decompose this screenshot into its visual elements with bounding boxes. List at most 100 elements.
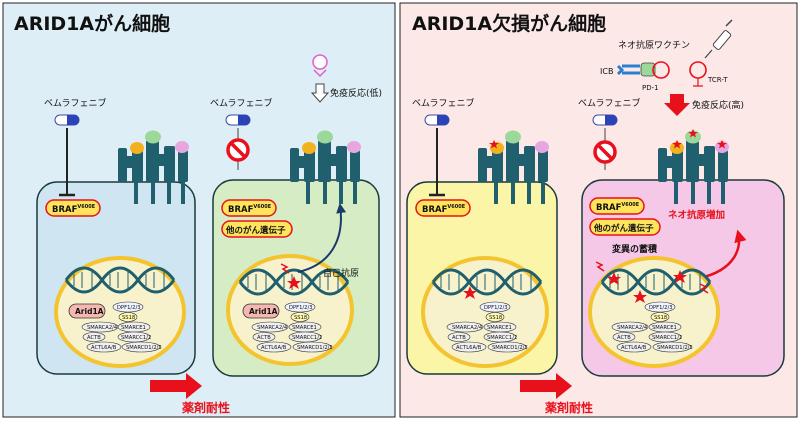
arid1a-subunit bbox=[242, 303, 280, 319]
smarca-label: SMARCA2/4 bbox=[617, 325, 648, 331]
actb-label: ACTB bbox=[87, 335, 101, 341]
braf-superscript: V600E bbox=[253, 204, 271, 210]
mutation-star-icon bbox=[287, 276, 301, 289]
braf-text: BRAF bbox=[596, 203, 622, 213]
smarcc-label: SMARCC1/2 bbox=[292, 335, 322, 341]
dpf-label: DPF1/2/3 bbox=[289, 305, 313, 311]
neoantigen-star-icon bbox=[717, 140, 727, 149]
smarce-label: SMARCE1 bbox=[121, 325, 146, 331]
antibody-icon bbox=[616, 64, 640, 76]
smarcd-label: SMARCD1/2/3 bbox=[657, 345, 693, 351]
neoantigen-vaccine-label: ネオ抗原ワクチン bbox=[618, 39, 690, 51]
smarcc-label: SMARCC1/2 bbox=[487, 335, 517, 341]
smarca-label: SMARCA2/4 bbox=[87, 325, 118, 331]
neoantigen-arrow bbox=[699, 229, 747, 280]
dna-damage-icon bbox=[280, 263, 290, 274]
drug-label: ベムラフェニブ bbox=[44, 97, 107, 109]
arid1a-label: Arid1A bbox=[249, 307, 278, 316]
immune-receptor-icon bbox=[313, 69, 327, 78]
drug-label: ベムラフェニブ bbox=[412, 97, 475, 109]
smarce-label: SMARCE1 bbox=[652, 325, 677, 331]
svg-text:BRAFV600E: BRAFV600E bbox=[422, 204, 466, 215]
high-response-arrow-icon bbox=[664, 94, 690, 116]
resistance-label: 薬剤耐性 bbox=[545, 400, 593, 415]
immune-response-label: 免疫反応(高) bbox=[692, 99, 744, 111]
braf-superscript: V600E bbox=[77, 204, 95, 210]
left-panel-title: ARID1Aがん細胞 bbox=[14, 12, 170, 35]
smarca-label: SMARCA2/4 bbox=[452, 325, 483, 331]
mutation-star-icon bbox=[607, 272, 621, 285]
dpf-label: DPF1/2/3 bbox=[484, 305, 508, 311]
syringe-icon bbox=[704, 19, 733, 59]
braf-superscript: V600E bbox=[621, 202, 639, 208]
baf-complex: DPF1/2/3 SS18 SMARCA2/4 SMARCE1 ACTB SMA… bbox=[611, 301, 693, 353]
svg-text:BRAFV600E: BRAFV600E bbox=[596, 202, 640, 213]
drug-label: ベムラフェニブ bbox=[210, 97, 273, 109]
no-entry-icon bbox=[226, 138, 250, 162]
neoantigen-increase-label: ネオ抗原増加 bbox=[668, 209, 725, 221]
resistance-arrow-icon bbox=[520, 373, 572, 399]
dna-damage-icon bbox=[699, 283, 709, 294]
ss18-label: SS18 bbox=[489, 315, 502, 321]
smarce-label: SMARCE1 bbox=[487, 325, 512, 331]
ss18-label: SS18 bbox=[294, 315, 307, 321]
ss18-label: SS18 bbox=[122, 315, 135, 321]
no-entry-icon bbox=[593, 140, 617, 164]
neoantigen-star-icon bbox=[688, 129, 698, 138]
mutation-star-icon bbox=[633, 290, 647, 303]
braf-badge bbox=[415, 199, 471, 217]
dna-damage-icon bbox=[595, 261, 605, 272]
other-oncogenes-label: 他のがん遺伝子 bbox=[225, 225, 286, 236]
baf-complex: DPF1/2/3 SS18 SMARCA2/4 SMARCE1 ACTB SMA… bbox=[251, 301, 333, 353]
neoantigen-star-icon bbox=[672, 140, 682, 149]
resistance-label: 薬剤耐性 bbox=[182, 400, 230, 415]
vemurafenib-pill-icon bbox=[225, 114, 251, 126]
braf-text: BRAF bbox=[52, 205, 78, 215]
smarce-label: SMARCE1 bbox=[292, 325, 317, 331]
braf-superscript: V600E bbox=[447, 204, 465, 210]
other-oncogenes-label: 他のがん遺伝子 bbox=[593, 223, 654, 234]
arid1a-subunit bbox=[68, 303, 106, 319]
actl6-label: ACTL6A/B bbox=[261, 345, 287, 351]
smarcc-label: SMARCC1/2 bbox=[652, 335, 682, 341]
braf-badge bbox=[589, 197, 645, 215]
smarcd-label: SMARCD1/2/3 bbox=[297, 345, 333, 351]
braf-text: BRAF bbox=[422, 205, 448, 215]
other-oncogenes-badge bbox=[221, 220, 293, 238]
ss18-label: SS18 bbox=[654, 315, 667, 321]
dpf-label: DPF1/2/3 bbox=[649, 305, 673, 311]
actl6-label: ACTL6A/B bbox=[456, 345, 482, 351]
actb-label: ACTB bbox=[257, 335, 271, 341]
vemurafenib-pill-icon bbox=[54, 114, 80, 126]
mutation-star-icon bbox=[673, 270, 687, 283]
vemurafenib-pill-icon bbox=[592, 114, 618, 126]
baf-complex: DPF1/2/3 SS18 SMARCA2/4 SMARCE1 ACTB SMA… bbox=[446, 301, 528, 353]
braf-badge bbox=[45, 199, 101, 217]
neoantigen-star-icon bbox=[489, 140, 499, 149]
smarca-label: SMARCA2/4 bbox=[257, 325, 288, 331]
actb-label: ACTB bbox=[452, 335, 466, 341]
braf-text: BRAF bbox=[228, 205, 254, 215]
self-antigen-label: 自己抗原 bbox=[323, 267, 359, 279]
antigen-arrow bbox=[297, 203, 347, 273]
immune-response-label: 免疫反応(低) bbox=[330, 87, 382, 99]
smarcd-label: SMARCD1/2/3 bbox=[492, 345, 528, 351]
tcr-receptor-icon bbox=[693, 78, 703, 87]
mutation-accumulation-label: 変異の蓄積 bbox=[612, 243, 658, 255]
right-panel-title: ARID1A欠損がん細胞 bbox=[412, 12, 606, 35]
smarcd-label: SMARCD1/2/3 bbox=[126, 345, 162, 351]
icb-label: ICB bbox=[600, 67, 613, 76]
tcrt-label: TCR-T bbox=[707, 76, 728, 84]
down-arrow-icon bbox=[310, 83, 330, 103]
other-oncogenes-badge bbox=[589, 218, 661, 236]
pd1-label: PD-1 bbox=[642, 84, 659, 92]
actl6-label: ACTL6A/B bbox=[621, 345, 647, 351]
smarcc-label: SMARCC1/2 bbox=[121, 335, 151, 341]
pd1-receptor-icon bbox=[640, 62, 656, 77]
vemurafenib-pill-icon bbox=[424, 114, 450, 126]
svg-text:BRAFV600E: BRAFV600E bbox=[52, 204, 96, 215]
braf-badge bbox=[221, 199, 277, 217]
immune-cell-icon bbox=[312, 54, 328, 70]
